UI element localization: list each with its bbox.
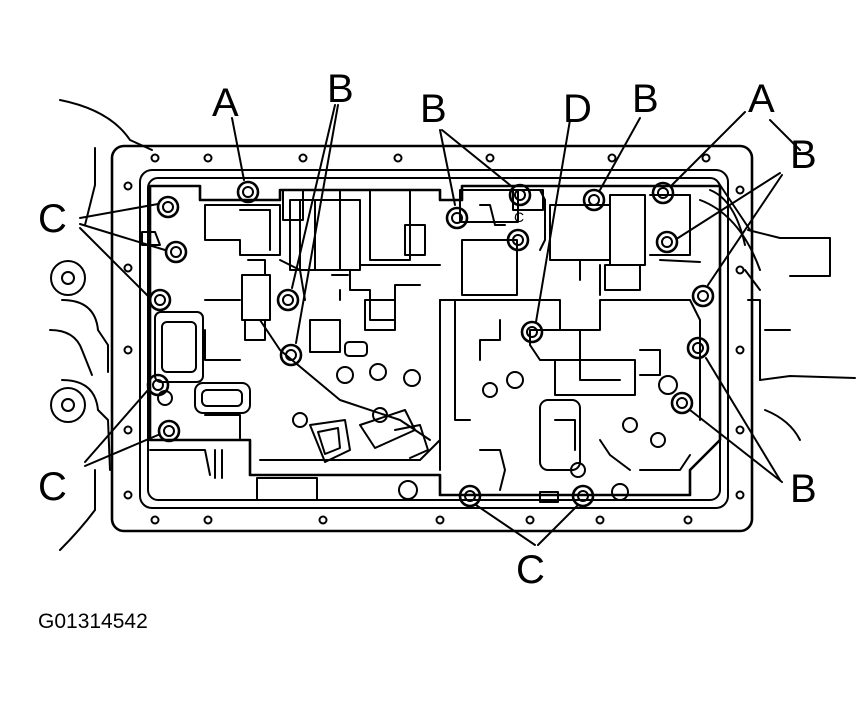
bolt-b5 bbox=[582, 188, 606, 212]
callout-b-right-top: B bbox=[790, 133, 817, 177]
callout-c-left-bottom: C bbox=[38, 465, 67, 509]
flange-bolt-holes bbox=[123, 153, 745, 525]
bolt-c1 bbox=[156, 195, 180, 219]
bolt-c7 bbox=[571, 484, 595, 508]
oil-pan-flange bbox=[110, 144, 754, 533]
bolt-a-left bbox=[236, 180, 260, 204]
bolt-b8 bbox=[686, 336, 710, 360]
bolt-c2 bbox=[164, 240, 188, 264]
valve-body: C bbox=[141, 184, 722, 503]
bolt-b7 bbox=[691, 284, 715, 308]
svg-text:C: C bbox=[514, 209, 524, 225]
callout-d: D bbox=[563, 87, 592, 131]
bolt-b-extra bbox=[506, 228, 530, 252]
callout-a-left: A bbox=[212, 81, 239, 125]
callout-labels: A B B D B A B C C B C bbox=[38, 67, 817, 592]
bolts bbox=[146, 180, 715, 508]
bolt-b2 bbox=[279, 343, 303, 367]
bolt-c4 bbox=[146, 373, 170, 397]
bolt-b9 bbox=[670, 391, 694, 415]
callout-c-bottom: C bbox=[516, 548, 545, 592]
bolt-b4 bbox=[508, 183, 532, 207]
bolt-b6 bbox=[655, 230, 679, 254]
callout-a-right: A bbox=[748, 77, 775, 121]
callout-b-upper: B bbox=[632, 77, 659, 121]
callout-b-right-bottom: B bbox=[790, 467, 817, 511]
figure-id: G01314542 bbox=[38, 610, 148, 633]
bolt-c6 bbox=[458, 484, 482, 508]
bolt-b1 bbox=[276, 288, 300, 312]
bolt-d bbox=[520, 320, 544, 344]
callout-c-left-top: C bbox=[38, 197, 67, 241]
bolt-b3 bbox=[445, 206, 469, 230]
callout-b-left: B bbox=[327, 67, 354, 111]
bolt-c3 bbox=[148, 288, 172, 312]
transmission-case-outline bbox=[49, 99, 856, 551]
bolt-a-right bbox=[651, 181, 675, 205]
bolt-c5 bbox=[157, 419, 181, 443]
callout-b-center: B bbox=[420, 87, 447, 131]
leader-lines bbox=[79, 104, 783, 546]
